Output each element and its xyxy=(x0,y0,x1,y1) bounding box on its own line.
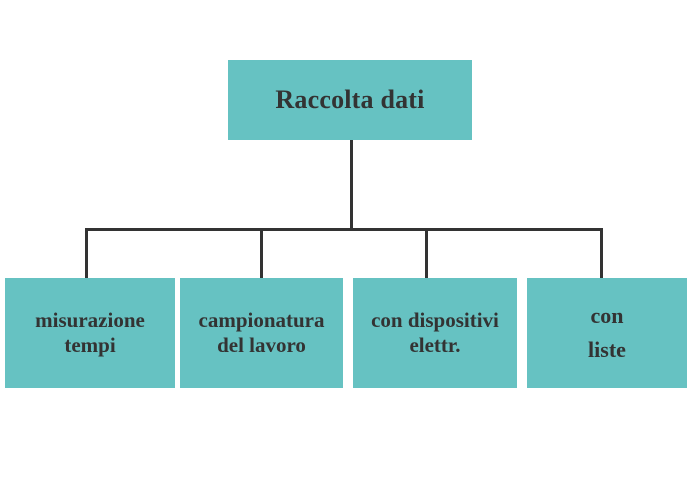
node-child-1-label: misurazione tempi xyxy=(35,308,145,358)
connector-drop-child-3 xyxy=(425,228,428,280)
node-child-3-label-line2: elettr. xyxy=(409,333,461,357)
node-child-4-label-line1: con xyxy=(590,302,624,328)
node-child-con-dispositivi-elettr[interactable]: con dispositivi elettr. xyxy=(353,278,517,388)
node-child-1-label-line2: tempi xyxy=(64,333,116,357)
node-root-raccolta-dati[interactable]: Raccolta dati xyxy=(228,60,472,140)
node-root-label: Raccolta dati xyxy=(275,84,425,114)
node-child-4-label: con liste xyxy=(588,299,626,367)
node-child-4-label-line2: liste xyxy=(588,337,626,362)
node-child-3-label: con dispositivi elettr. xyxy=(371,308,499,358)
node-child-con-liste[interactable]: con liste xyxy=(527,278,687,388)
node-child-1-label-line1: misurazione xyxy=(35,308,145,333)
node-child-3-label-line1: con dispositivi xyxy=(371,308,499,333)
connector-drop-child-1 xyxy=(85,228,88,280)
node-child-2-label-line1: campionatura xyxy=(198,308,325,333)
node-child-campionatura-del-lavoro[interactable]: campionatura del lavoro xyxy=(180,278,343,388)
connector-drop-child-4 xyxy=(600,228,603,280)
connector-horizontal-bus xyxy=(85,228,603,231)
node-child-misurazione-tempi[interactable]: misurazione tempi xyxy=(5,278,175,388)
connector-root-stem xyxy=(350,140,353,230)
node-child-2-label-line2: del lavoro xyxy=(217,333,306,357)
connector-drop-child-2 xyxy=(260,228,263,280)
node-child-2-label: campionatura del lavoro xyxy=(199,308,325,358)
